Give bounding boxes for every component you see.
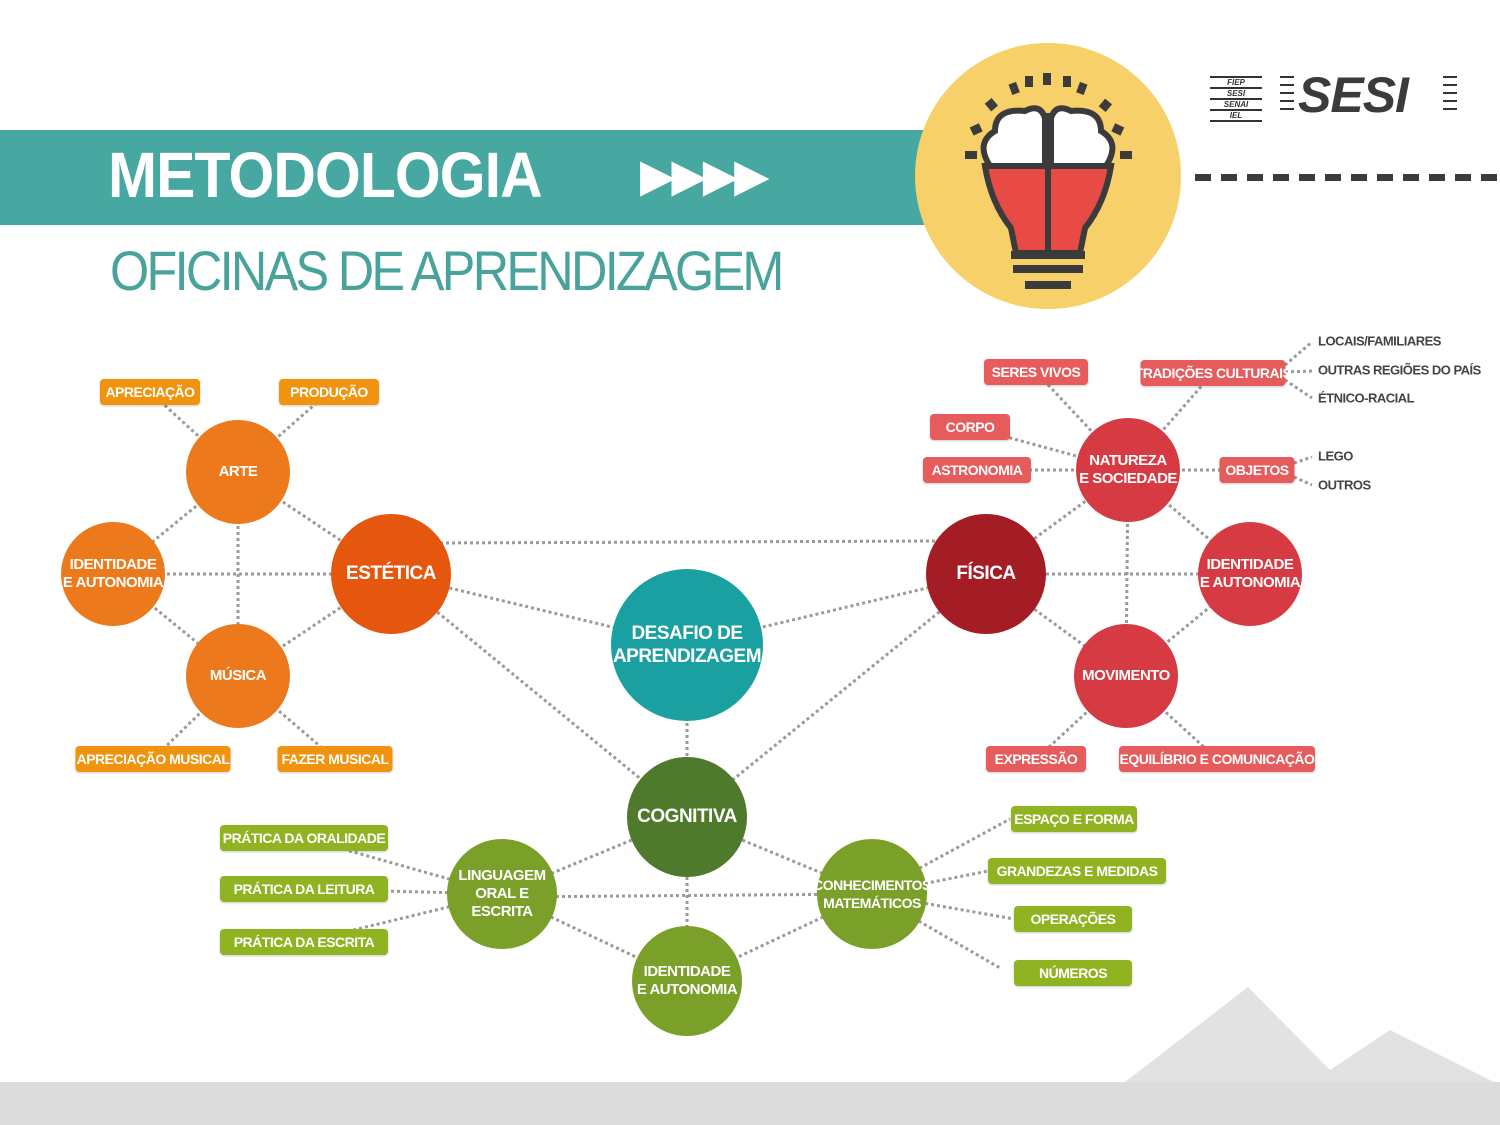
arrows-icon: ▶▶▶▶: [640, 149, 770, 201]
logo-fiep: FIEP: [1210, 76, 1262, 87]
label-lego: LEGO: [1318, 448, 1353, 464]
logo-senai: SENAI: [1210, 98, 1262, 109]
pill-corpo: CORPO: [930, 414, 1010, 440]
node-identidade-bottom: IDENTIDADE E AUTONOMIA: [632, 926, 742, 1036]
pill-fazer-musical: FAZER MUSICAL: [277, 746, 393, 772]
node-movimento: MOVIMENTO: [1074, 624, 1178, 728]
node-arte: ARTE: [186, 420, 290, 524]
pill-tradicoes: TRADIÇÕES CULTURAIS: [1135, 360, 1292, 386]
pill-objetos: OBJETOS: [1219, 457, 1295, 483]
pill-escrita: PRÁTICA DA ESCRITA: [220, 929, 388, 955]
node-estetica: ESTÉTICA: [331, 514, 451, 634]
label-outros: OUTROS: [1318, 477, 1371, 493]
pill-oralidade: PRÁTICA DA ORALIDADE: [220, 825, 388, 851]
page-subtitle: OFICINAS DE APRENDIZAGEM: [110, 239, 784, 302]
pill-seres-vivos: SERES VIVOS: [984, 359, 1088, 385]
logo-stripes-left: [1280, 76, 1294, 116]
pill-leitura: PRÁTICA DA LEITURA: [220, 876, 388, 902]
pill-operacoes: OPERAÇÕES: [1014, 906, 1132, 932]
label-outras-regioes: OUTRAS REGIÕES DO PAÍS: [1318, 362, 1481, 378]
label-locais: LOCAIS/FAMILIARES: [1318, 333, 1441, 349]
mountain-footer: [0, 987, 1500, 1125]
lightbulb-brain-icon: [915, 43, 1181, 309]
pill-espaco-forma: ESPAÇO E FORMA: [1011, 806, 1137, 832]
pill-numeros: NÚMEROS: [1014, 960, 1132, 986]
node-linguagem: LINGUAGEM ORAL E ESCRITA: [447, 839, 557, 949]
logo-stripes-right: [1443, 76, 1457, 116]
node-fisica: FÍSICA: [926, 514, 1046, 634]
node-natureza: NATUREZA E SOCIEDADE: [1076, 418, 1180, 522]
pill-grandezas: GRANDEZAS E MEDIDAS: [988, 858, 1166, 884]
sesi-logo: SESI: [1298, 67, 1409, 123]
pill-producao: PRODUÇÃO: [279, 379, 379, 405]
fiep-logo: FIEP SESI SENAI IEL: [1210, 76, 1262, 122]
dashed-divider: [1195, 174, 1500, 181]
pill-expressao: EXPRESSÃO: [986, 746, 1086, 772]
node-musica: MÚSICA: [186, 624, 290, 728]
logo-iel: IEL: [1210, 109, 1262, 122]
node-desafio: DESAFIO DE APRENDIZAGEM: [611, 569, 763, 721]
pill-apreciacao: APRECIAÇÃO: [100, 379, 200, 405]
logo-sesi-small: SESI: [1210, 87, 1262, 98]
header-band: [0, 130, 925, 225]
pill-apreciacao-musical: APRECIAÇÃO MUSICAL: [75, 746, 231, 772]
node-identidade-right: IDENTIDADE E AUTONOMIA: [1198, 522, 1302, 626]
label-etnico-racial: ÉTNICO-RACIAL: [1318, 390, 1415, 406]
page-title: METODOLOGIA: [108, 139, 543, 211]
pill-astronomia: ASTRONOMIA: [923, 457, 1031, 483]
node-cognitiva: COGNITIVA: [627, 757, 747, 877]
node-conhecimentos: CONHECIMENTOS MATEMÁTICOS: [813, 839, 931, 949]
node-identidade-left: IDENTIDADE E AUTONOMIA: [61, 522, 165, 626]
pill-equilibrio: EQUILÍBRIO E COMUNICAÇÃO: [1119, 746, 1315, 772]
